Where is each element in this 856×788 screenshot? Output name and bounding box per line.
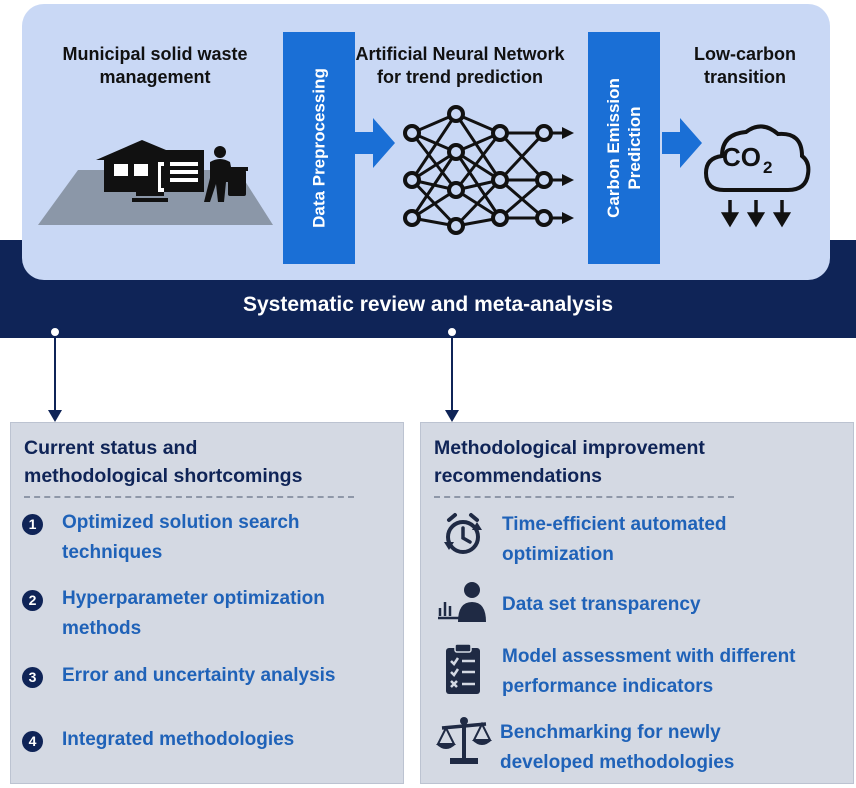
- band-title: Systematic review and meta-analysis: [242, 293, 614, 316]
- carbon-emission-label: Carbon Emission Prediction: [604, 78, 644, 218]
- clipboard-checklist-icon: [446, 643, 480, 694]
- balance-scale-icon: [436, 717, 492, 764]
- recommendations-panel: [420, 422, 854, 784]
- number-badge: 2: [22, 590, 43, 611]
- divider: [24, 496, 354, 498]
- shortcoming-item: Error and uncertainty analysis: [62, 665, 336, 686]
- shortcoming-item: Hyperparameter optimization methods: [62, 588, 325, 639]
- connector-line: [54, 338, 56, 414]
- recommendation-item: Benchmarking for newly developed methodo…: [500, 722, 735, 773]
- co2-cloud-icon: [703, 124, 811, 228]
- connector-dot: [446, 326, 458, 338]
- house-waste-icon: [38, 140, 273, 225]
- person-chart-icon: [438, 582, 486, 622]
- number-badge: 4: [22, 731, 43, 752]
- arrow-right-icon: [355, 118, 395, 168]
- number-badge: 3: [22, 667, 43, 688]
- divider: [434, 496, 734, 498]
- arrow-down-icon: [48, 410, 62, 422]
- arrow-down-icon: [445, 410, 459, 422]
- connector-dot: [49, 326, 61, 338]
- shortcoming-item: Optimized solution search techniques: [62, 512, 300, 563]
- recommendation-item: Model assessment with different performa…: [502, 646, 796, 697]
- data-preprocessing-label: Data Preprocessing: [309, 68, 329, 228]
- carbon-emission-bar: Carbon Emission Prediction: [588, 32, 660, 264]
- shortcoming-item: Integrated methodologies: [62, 729, 295, 750]
- recommendation-item: Time-efficient automated optimization: [502, 514, 727, 565]
- recommendation-item: Data set transparency: [502, 594, 701, 615]
- arrow-right-icon: [662, 118, 702, 168]
- shortcomings-title: Current status and methodological shortc…: [24, 437, 303, 487]
- alarm-clock-refresh-icon: [444, 513, 482, 554]
- msw-label: Municipal solid waste management: [62, 44, 248, 87]
- lowcarbon-label: Low-carbon transition: [694, 44, 796, 87]
- shortcomings-panel: [10, 422, 404, 784]
- ann-label: Artificial Neural Network for trend pred…: [355, 44, 565, 87]
- neural-network-icon: [403, 105, 574, 235]
- number-badge: 1: [22, 514, 43, 535]
- connector-line: [451, 338, 453, 414]
- recommendations-title: Methodological improvement recommendatio…: [434, 437, 705, 487]
- data-preprocessing-bar: Data Preprocessing: [283, 32, 355, 264]
